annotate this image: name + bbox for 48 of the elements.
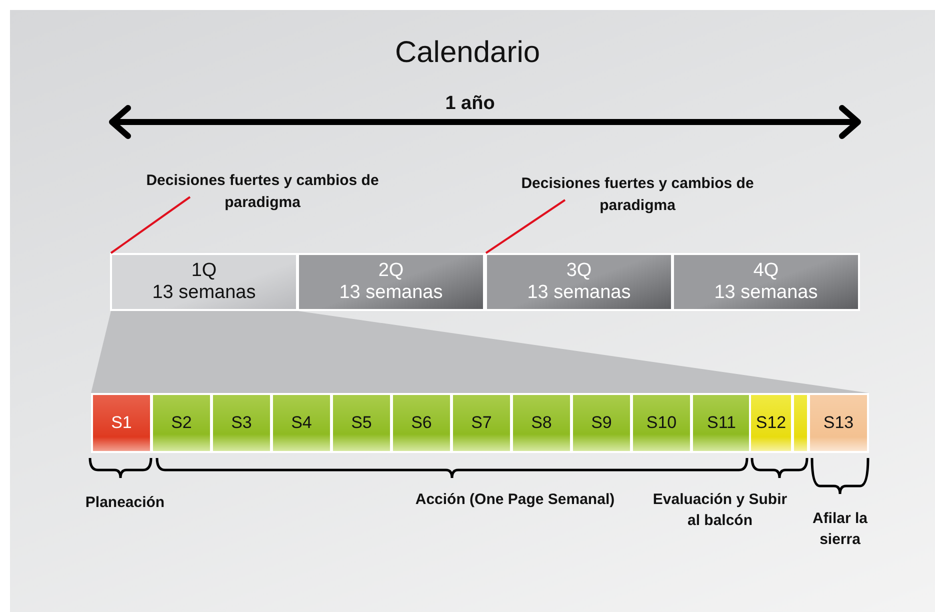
dimension-label: 1 año bbox=[444, 93, 496, 114]
node-heading: S7 bbox=[471, 413, 492, 433]
week-box bbox=[151, 393, 212, 453]
node-heading: S6 bbox=[411, 413, 432, 433]
week-box bbox=[631, 393, 692, 453]
node-heading: 3Q bbox=[566, 260, 592, 282]
week-box bbox=[391, 393, 452, 453]
week-box bbox=[749, 393, 793, 453]
node-heading: S2 bbox=[171, 413, 192, 433]
week-box bbox=[331, 393, 392, 453]
node-text: 13 semanas bbox=[152, 282, 256, 304]
node-heading: S1 bbox=[111, 413, 132, 433]
week-box bbox=[451, 393, 512, 453]
week-box bbox=[792, 393, 809, 453]
node-heading: 4Q bbox=[753, 260, 779, 282]
week-box bbox=[91, 393, 152, 453]
leader-line bbox=[110, 196, 191, 254]
quarter-box bbox=[110, 253, 298, 311]
title: Calendario bbox=[394, 36, 542, 70]
node-text: 13 semanas bbox=[714, 282, 818, 304]
node-heading: 2Q bbox=[378, 260, 404, 282]
node-heading: S11 bbox=[707, 413, 736, 433]
annotation-text: Decisiones fuertes y cambios de paradigma bbox=[140, 170, 385, 216]
node-text: 13 semanas bbox=[339, 282, 443, 304]
node-heading: S5 bbox=[351, 413, 372, 433]
node-heading: S12 bbox=[756, 413, 786, 433]
bracket-label: Evaluación y Subir al balcón bbox=[652, 490, 788, 531]
node-heading: 1Q bbox=[191, 260, 217, 282]
week-box bbox=[808, 393, 869, 453]
quarter-box bbox=[297, 253, 485, 311]
node-heading: S4 bbox=[291, 413, 312, 433]
week-box bbox=[691, 393, 752, 453]
node-heading: S9 bbox=[591, 413, 612, 433]
node-heading: S10 bbox=[646, 413, 677, 433]
quarter-box bbox=[672, 253, 860, 311]
node-text: 13 semanas bbox=[527, 282, 631, 304]
week-box bbox=[271, 393, 332, 453]
node-heading: S8 bbox=[531, 413, 552, 433]
annotation-text: Decisiones fuertes y cambios de paradigma bbox=[515, 173, 760, 219]
week-box bbox=[211, 393, 272, 453]
week-box bbox=[511, 393, 572, 453]
bracket-label: Afilar la sierra bbox=[811, 509, 869, 550]
node-heading: S13 bbox=[823, 413, 854, 433]
bracket-label: Planeación bbox=[84, 493, 166, 513]
node-heading: S3 bbox=[231, 413, 252, 433]
leader-line bbox=[485, 199, 566, 254]
week-box bbox=[571, 393, 632, 453]
quarter-box bbox=[485, 253, 673, 311]
